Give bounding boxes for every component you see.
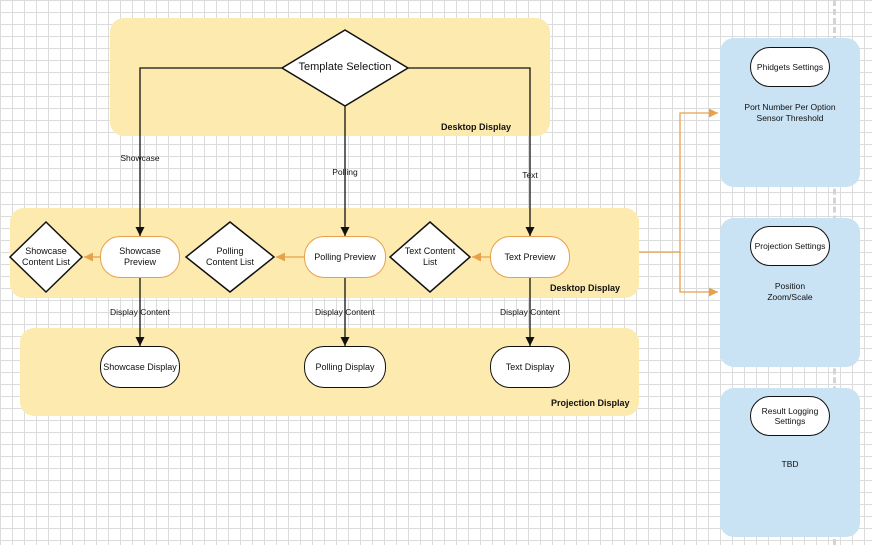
result-logging-tbd-text: TBD (781, 459, 799, 469)
projection-position-text: Position (774, 281, 806, 291)
result-logging-settings-title[interactable]: Result Logging Settings (750, 396, 830, 436)
projection-settings-title[interactable]: Projection Settings (750, 226, 830, 266)
projection-zoom-scale-text: Zoom/Scale (767, 292, 813, 302)
projection-display-label: Projection Display (551, 398, 630, 408)
edge-to-projection-settings (679, 252, 718, 297)
phidgets-settings-title[interactable]: Phidgets Settings (750, 47, 830, 87)
text-display-node[interactable]: Text Display (490, 346, 570, 388)
edge-label-display-content-2: Display Content (314, 307, 376, 317)
showcase-content-list-diamond (8, 220, 84, 294)
phidgets-port-number-text: Port Number Per Option (744, 102, 836, 112)
edge-showcase (135, 67, 282, 236)
edge-label-text: Text (522, 170, 538, 180)
polling-preview-node[interactable]: Polling Preview (304, 236, 386, 278)
edge-label-polling: Polling (332, 167, 358, 177)
phidgets-sensor-threshold-text: Sensor Threshold (756, 113, 824, 123)
desktop-display-middle-label: Desktop Display (550, 283, 621, 293)
showcase-display-node[interactable]: Showcase Display (100, 346, 180, 388)
text-preview-node[interactable]: Text Preview (490, 236, 570, 278)
edge-label-display-content-3: Display Content (499, 307, 561, 317)
polling-display-node[interactable]: Polling Display (304, 346, 386, 388)
text-content-list-diamond (388, 221, 472, 293)
showcase-preview-node[interactable]: Showcase Preview (100, 236, 180, 278)
desktop-display-top-label: Desktop Display (441, 122, 512, 132)
polling-content-list-diamond (184, 221, 276, 293)
template-selection-diamond (280, 29, 410, 107)
edge-label-display-content-1: Display Content (109, 307, 171, 317)
edge-text (408, 67, 535, 236)
edge-label-showcase: Showcase (120, 153, 160, 163)
edge-to-phidgets (679, 108, 718, 252)
